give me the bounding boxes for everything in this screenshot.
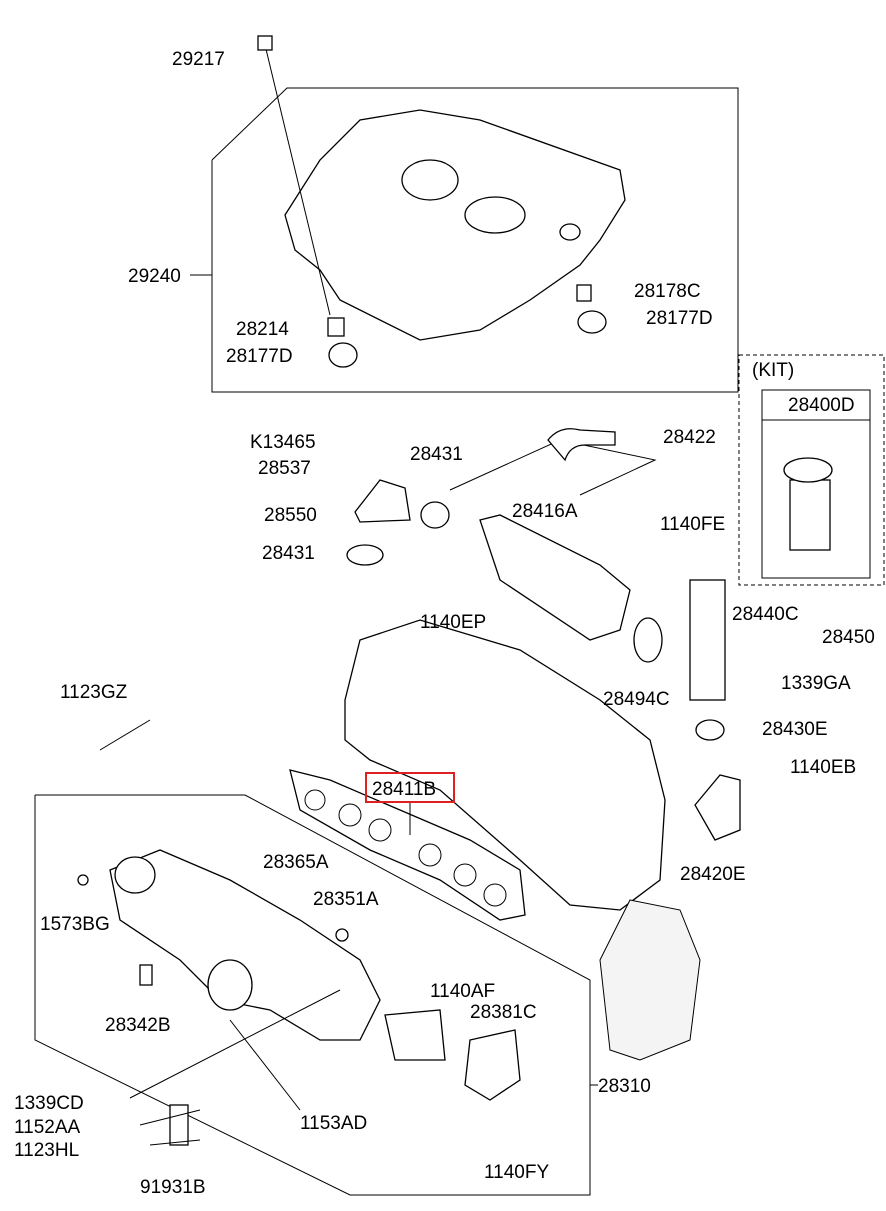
part-label-28550[interactable]: 28550 [264, 505, 317, 526]
part-label-28420e[interactable]: 28420E [680, 864, 746, 885]
part-label-29240[interactable]: 29240 [128, 266, 181, 287]
grommet-28214 [327, 317, 345, 337]
engine-cover [284, 109, 626, 341]
part-label-28431[interactable]: 28431 [262, 543, 315, 564]
kia-logo [464, 196, 526, 234]
part-label-28342b[interactable]: 28342B [105, 1015, 171, 1036]
part-label-1140eb[interactable]: 1140EB [790, 757, 856, 778]
part-label-28381c[interactable]: 28381C [470, 1002, 537, 1023]
intake-gasket [289, 769, 526, 921]
engine-cover-group-outline [211, 87, 739, 393]
egr-adapter [354, 479, 411, 523]
part-label-91931b[interactable]: 91931B [140, 1177, 206, 1198]
kit-part-label[interactable]: 28400D [788, 395, 855, 416]
part-label-1152aa[interactable]: 1152AA [14, 1117, 81, 1138]
part-label-28440c[interactable]: 28440C [732, 604, 799, 625]
part-label-28365a[interactable]: 28365A [263, 852, 329, 873]
part-label-28430e[interactable]: 28430E [762, 719, 828, 740]
part-label-1153ad[interactable]: 1153AD [300, 1113, 367, 1134]
part-labels: 29217 29240 28178C 28177D 28214 28177D K13465 2… [14, 49, 875, 1198]
part-label-28537[interactable]: 28537 [258, 458, 311, 479]
part-label-1573bg[interactable]: 1573BG [40, 914, 110, 935]
kit-inner-box [761, 389, 871, 579]
part-label-1140fe[interactable]: 1140FE [660, 514, 725, 535]
part-label-29217[interactable]: 29217 [172, 49, 225, 70]
part-label-28177d[interactable]: 28177D [646, 308, 713, 329]
part-label-1140fy[interactable]: 1140FY [484, 1162, 549, 1183]
part-label-28422[interactable]: 28422 [663, 427, 716, 448]
part-label-28431[interactable]: 28431 [410, 444, 463, 465]
intake-manifold [109, 849, 381, 1041]
part-label-28450[interactable]: 28450 [822, 627, 875, 648]
part-label-1140af[interactable]: 1140AF [430, 981, 495, 1002]
part-label-1339ga[interactable]: 1339GA [781, 673, 851, 694]
part-label-28214[interactable]: 28214 [236, 319, 289, 340]
highlight-box [365, 772, 455, 803]
part-label-1339cd[interactable]: 1339CD [14, 1093, 84, 1114]
part-label-28351a[interactable]: 28351A [313, 889, 379, 910]
egr-cooler [479, 514, 631, 641]
part-label-28416a[interactable]: 28416A [512, 501, 578, 522]
part-label-1140ep[interactable]: 1140EP [420, 612, 486, 633]
part-label-28411b[interactable]: 28411B [372, 779, 436, 800]
kit-box [738, 354, 885, 586]
intake-manifold-group-outline [34, 794, 591, 1196]
part-label-k13465[interactable]: K13465 [250, 432, 316, 453]
part-label-28494c[interactable]: 28494C [603, 689, 670, 710]
part-label-28177d[interactable]: 28177D [226, 346, 293, 367]
egr-valve [689, 579, 726, 701]
bracket [384, 1009, 446, 1061]
cylinder-head [344, 619, 666, 911]
actuator-28381C [464, 1029, 521, 1101]
part-label-28178c[interactable]: 28178C [634, 281, 701, 302]
part-label-1123hl[interactable]: 1123HL [14, 1140, 79, 1161]
engine-block [599, 899, 701, 1061]
part-label-28310[interactable]: 28310 [598, 1076, 651, 1097]
kit-title: (KIT) [752, 360, 794, 381]
part-label-1123gz[interactable]: 1123GZ [60, 682, 128, 703]
